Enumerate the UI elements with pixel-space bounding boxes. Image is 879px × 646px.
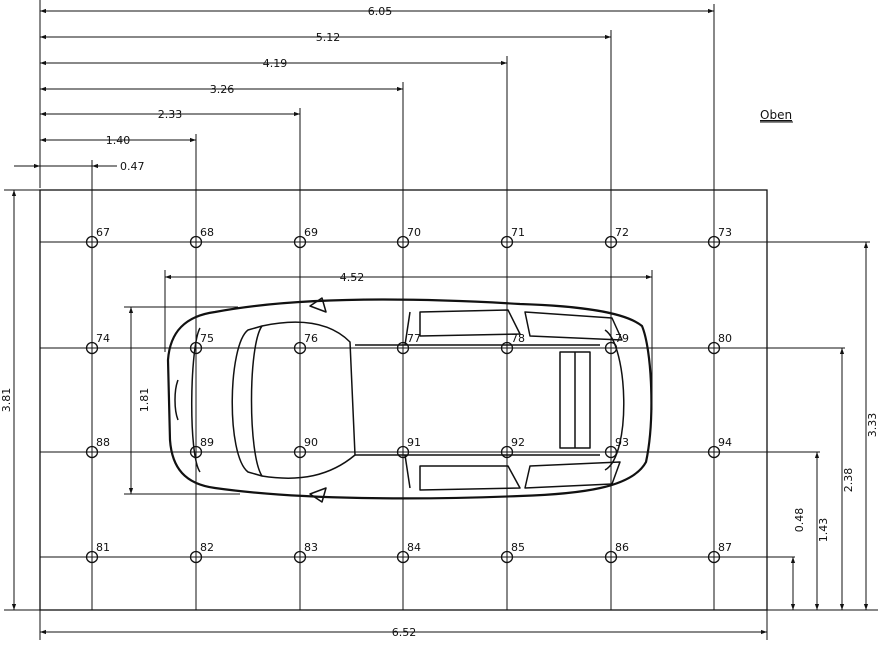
measurement-point-label: 89 (200, 436, 214, 449)
top-dim-label-6: 1.40 (106, 134, 131, 147)
measurement-point-label: 80 (718, 332, 732, 345)
measurement-point-label: 91 (407, 436, 421, 449)
measurement-point: 74 (84, 332, 110, 356)
car-side-window-top-2 (524, 311, 623, 341)
measurement-point: 76 (292, 332, 318, 356)
measurement-point: 86 (603, 541, 629, 565)
measurement-point: 69 (292, 226, 318, 250)
top-dim-label-7: 0.47 (120, 160, 145, 173)
car-length-label: 4.52 (340, 271, 365, 284)
measurement-point-label: 77 (407, 332, 421, 345)
car-front-bumper-line (190, 327, 201, 473)
total-length-dimension: 6.52 (39, 610, 768, 640)
right-dim-label-3: 1.43 (817, 518, 830, 543)
car-hood-roof-front (261, 321, 356, 479)
top-dim-label-4: 3.26 (210, 83, 235, 96)
measurement-point-label: 79 (615, 332, 629, 345)
measurement-point-label: 76 (304, 332, 318, 345)
measurement-point: 75 (188, 332, 214, 356)
measurement-point: 71 (499, 226, 525, 250)
car-body-outline (166, 298, 653, 500)
view-label: Oben (760, 108, 792, 122)
measurement-point-label: 78 (511, 332, 525, 345)
measurement-point: 81 (84, 541, 110, 565)
right-dim-label-1: 3.33 (866, 413, 879, 438)
measurement-points: 67 68 69 70 71 72 73 74 75 76 77 78 79 80 88 89 90 91 92 93… (84, 226, 732, 565)
measurement-point: 80 (706, 332, 732, 356)
measurement-point-label: 69 (304, 226, 318, 239)
right-dimensions: 3.33 2.38 1.43 0.48 (767, 242, 879, 611)
total-length-label: 6.52 (392, 626, 417, 639)
measurement-point-label: 82 (200, 541, 214, 554)
measurement-point-label: 72 (615, 226, 629, 239)
measurement-point-label: 93 (615, 436, 629, 449)
measurement-point: 89 (188, 436, 214, 460)
car-mirror-bottom (309, 487, 327, 503)
measurement-point: 70 (395, 226, 421, 250)
total-height-dimension: 3.81 (0, 189, 40, 611)
measurement-point: 83 (292, 541, 318, 565)
measurement-point-label: 68 (200, 226, 214, 239)
measurement-point: 68 (188, 226, 214, 250)
total-height-label: 3.81 (0, 388, 13, 413)
measurement-point-label: 88 (96, 436, 110, 449)
measurement-point-label: 87 (718, 541, 732, 554)
right-dim-label-4: 0.48 (793, 508, 806, 533)
car-mirror-top (309, 297, 327, 313)
measurement-point: 78 (499, 332, 525, 356)
measurement-point-label: 84 (407, 541, 421, 554)
car-rear-hatch (559, 351, 591, 449)
measurement-point: 92 (499, 436, 525, 460)
measurement-point: 91 (395, 436, 421, 460)
car-width-label: 1.81 (138, 388, 151, 413)
top-dimensions: 6.05 5.12 4.19 3.26 2.33 1.40 0.47 (14, 0, 714, 188)
top-dim-label-5: 2.33 (158, 108, 183, 121)
car-front-grille (174, 379, 179, 421)
measurement-point: 67 (84, 226, 110, 250)
measurement-point-label: 81 (96, 541, 110, 554)
measurement-point-label: 94 (718, 436, 732, 449)
measurement-point: 77 (395, 332, 421, 356)
measurement-point-label: 74 (96, 332, 110, 345)
right-dim-label-2: 2.38 (842, 468, 855, 493)
measurement-point-label: 86 (615, 541, 629, 554)
measurement-point: 85 (499, 541, 525, 565)
car-top-view (166, 297, 653, 503)
measurement-point: 82 (188, 541, 214, 565)
measurement-point: 93 (603, 436, 629, 460)
measurement-point-label: 73 (718, 226, 732, 239)
car-b-pillar-bottom (404, 454, 411, 489)
measurement-point: 94 (706, 436, 732, 460)
measurement-point: 88 (84, 436, 110, 460)
measurement-point: 73 (706, 226, 732, 250)
measurement-point-label: 90 (304, 436, 318, 449)
measurement-point: 90 (292, 436, 318, 460)
measurement-point: 84 (395, 541, 421, 565)
top-dim-label-3: 4.19 (263, 57, 288, 70)
measurement-point-label: 92 (511, 436, 525, 449)
top-dim-label-1: 6.05 (368, 5, 393, 18)
measurement-point-label: 83 (304, 541, 318, 554)
measurement-point-label: 71 (511, 226, 525, 239)
top-dim-label-2: 5.12 (316, 31, 341, 44)
measurement-point-label: 75 (200, 332, 214, 345)
measurement-point: 87 (706, 541, 732, 565)
measurement-point-label: 85 (511, 541, 525, 554)
measurement-point: 79 (603, 332, 629, 356)
car-side-window-bottom-1 (419, 465, 521, 491)
car-rear-window (604, 329, 625, 471)
car-b-pillar-top (404, 311, 411, 346)
measurement-point: 72 (603, 226, 629, 250)
car-width-dimension: 1.81 (124, 306, 240, 495)
car-side-window-top-1 (419, 309, 521, 337)
measurement-point-label: 70 (407, 226, 421, 239)
car-side-window-bottom-2 (524, 461, 621, 489)
measurement-point-label: 67 (96, 226, 110, 239)
car-length-dimension: 4.52 (164, 270, 653, 410)
